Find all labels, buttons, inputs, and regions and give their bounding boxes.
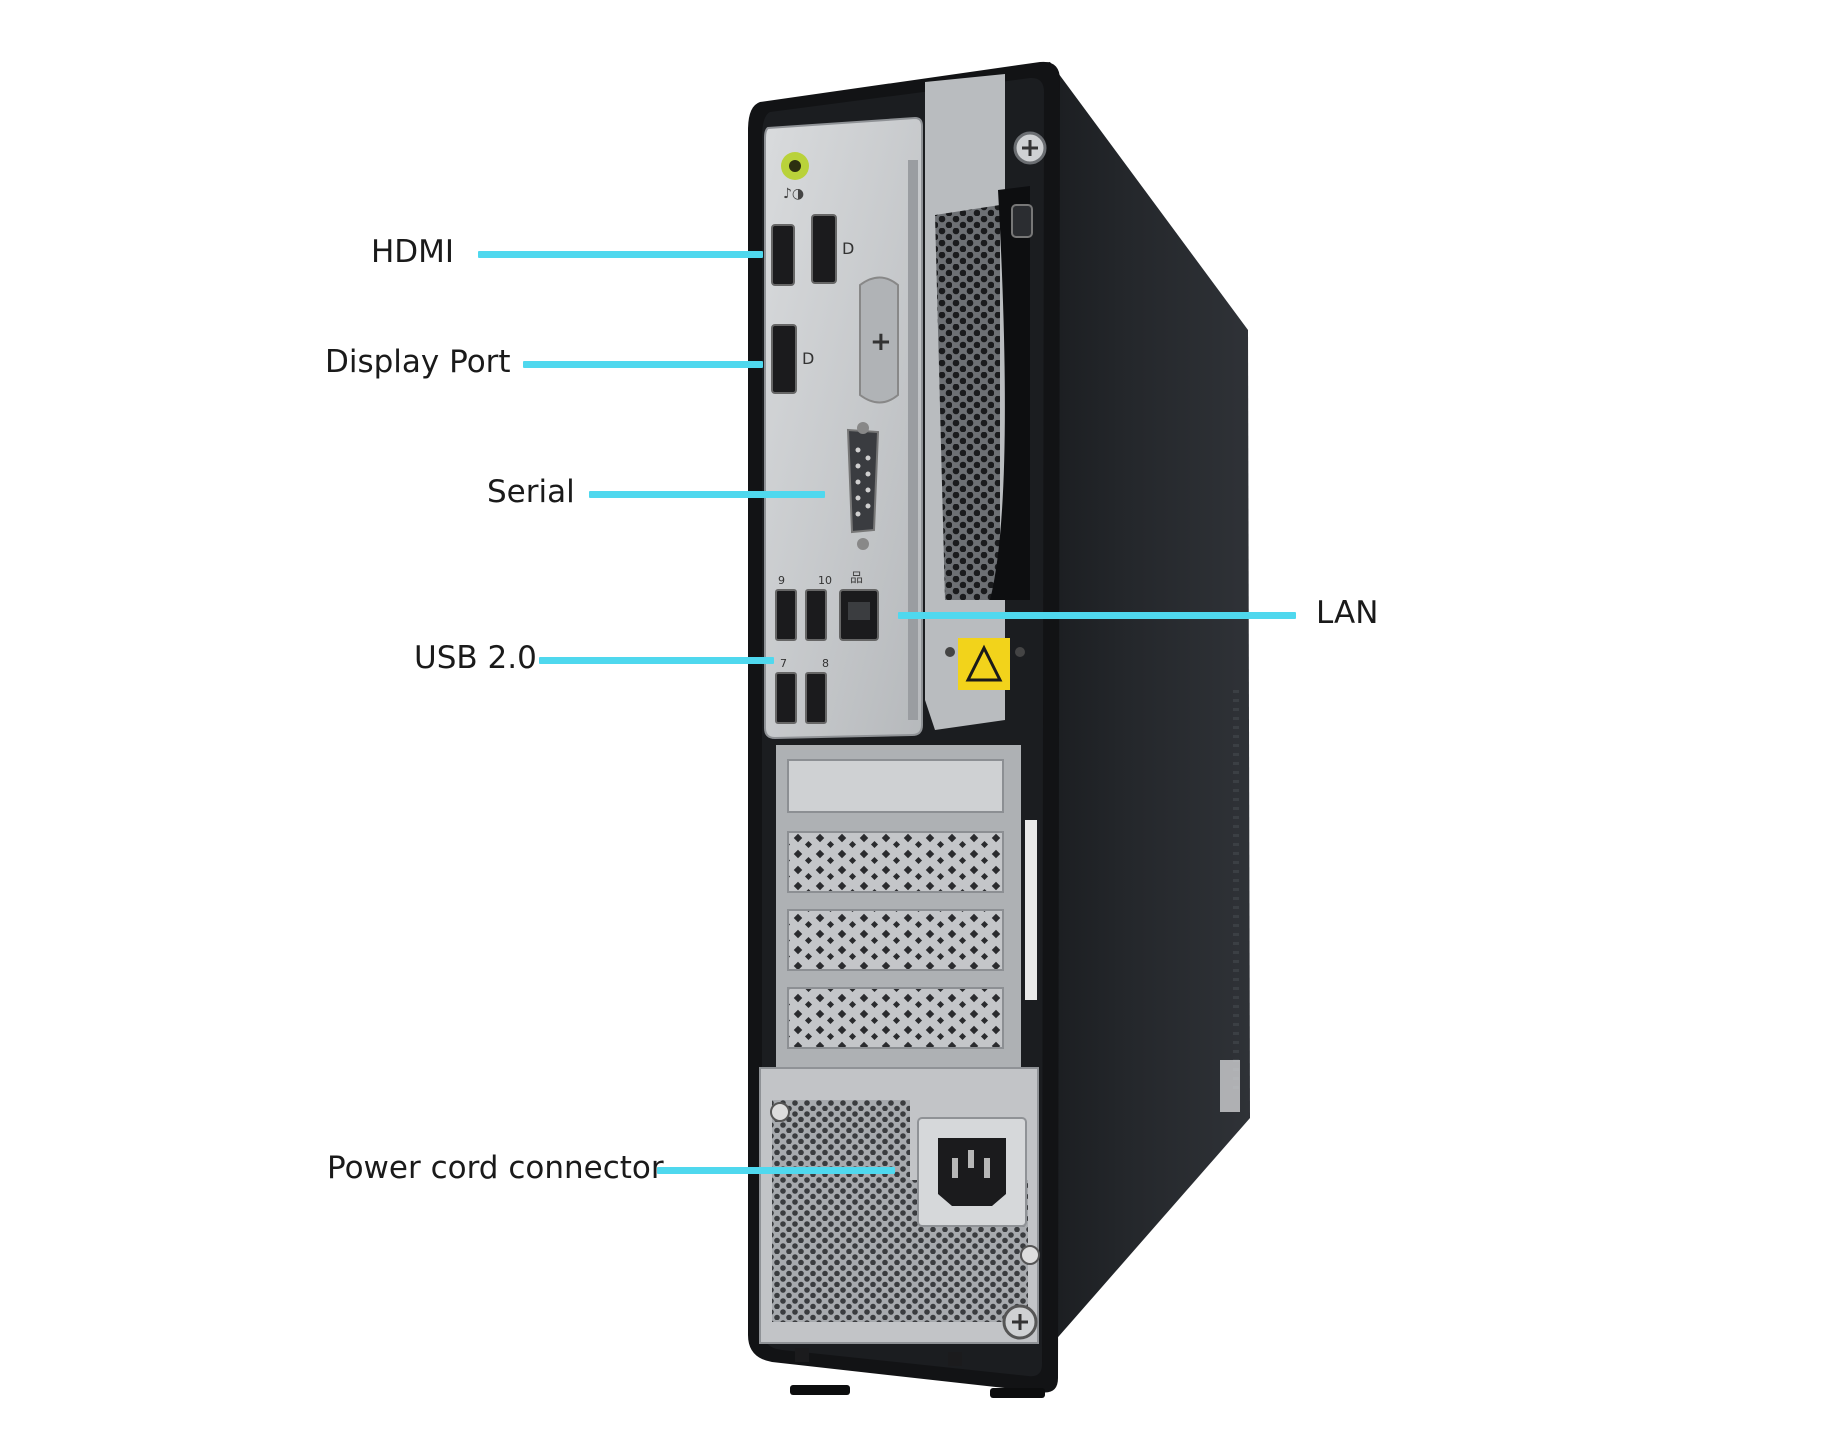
display-port-label: Display Port (325, 344, 511, 380)
power-supply (759, 1067, 1040, 1366)
svg-text:D: D (802, 349, 814, 368)
usb-leader-line (539, 657, 774, 664)
hdmi-leader-line (478, 251, 763, 258)
power-cord-connector-label: Power cord connector (327, 1150, 664, 1186)
svg-text:品: 品 (850, 571, 863, 586)
svg-text:D: D (842, 239, 854, 258)
chassis-side-panel (1005, 62, 1250, 1392)
usb-port-number-usb-top-left: 9 (778, 574, 785, 587)
serial-leader-line (589, 491, 825, 498)
hdmi-label: HDMI (371, 234, 455, 270)
usb-port-number-usb-bottom-right: 8 (822, 657, 829, 670)
lan-label: LAN (1316, 595, 1379, 631)
lan-leader-line (898, 612, 1296, 619)
power-cord-connector-leader-line (657, 1167, 895, 1174)
svg-text:+: + (870, 327, 892, 357)
usb-port-number-usb-bottom-left: 7 (780, 657, 787, 670)
usb-port-number-usb-top-right: 10 (818, 574, 832, 587)
serial-label: Serial (487, 474, 575, 510)
expansion-slots (776, 745, 1037, 1075)
upper-vent-area (925, 74, 1047, 730)
io-plate: ♪◑ D + D 品 (764, 116, 923, 740)
svg-text:♪◑: ♪◑ (783, 186, 804, 202)
display-port-leader-line (523, 361, 763, 368)
usb-label: USB 2.0 (414, 640, 537, 676)
